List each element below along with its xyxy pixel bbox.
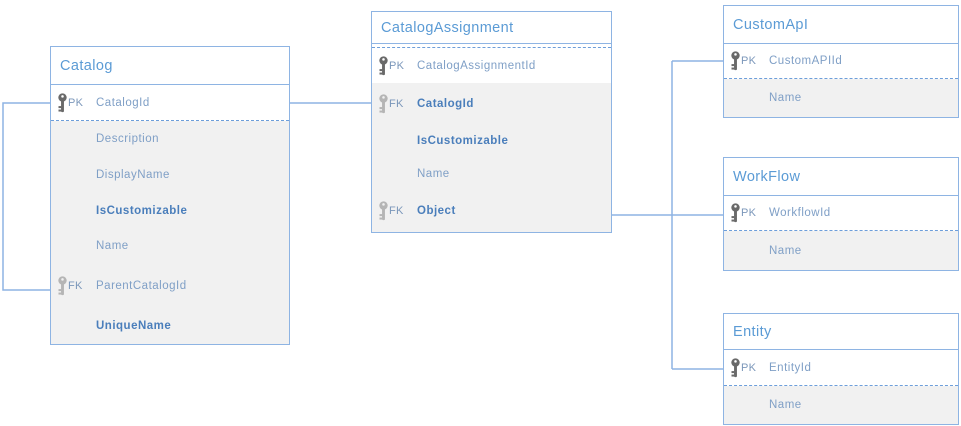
attribute-name: EntityId <box>769 361 812 374</box>
attribute-name: DisplayName <box>96 168 170 181</box>
table-catalog-title: Catalog <box>51 47 289 85</box>
primary-key-cell: PK <box>730 357 769 378</box>
table-row[interactable]: FK ParentCatalogId <box>51 264 289 308</box>
table-title: Catalog <box>60 57 113 74</box>
attribute-section: Name <box>724 386 958 424</box>
table-entity-title: Entity <box>724 314 958 350</box>
attribute-section: Name <box>724 79 958 117</box>
attribute-name: UniqueName <box>96 320 172 333</box>
table-row[interactable]: PK CatalogAssignmentId <box>372 47 611 83</box>
table-custom-api[interactable]: CustomApI PK CustomAPIId Name <box>723 5 959 118</box>
attribute-name: Description <box>96 132 160 145</box>
table-catalog[interactable]: Catalog PK CatalogId Description <box>50 46 290 345</box>
foreign-key-icon <box>378 93 389 114</box>
table-title: Entity <box>733 323 772 340</box>
attribute-name: IsCustomizable <box>96 204 188 217</box>
key-type-label: FK <box>68 280 83 293</box>
table-row[interactable]: Name <box>724 386 958 424</box>
table-workflow[interactable]: WorkFlow PK WorkflowId Name <box>723 157 959 271</box>
key-type-label: FK <box>389 205 404 218</box>
primary-key-cell: PK <box>378 55 417 76</box>
key-type-label: PK <box>741 55 757 67</box>
table-row[interactable]: IsCustomizable <box>51 193 289 229</box>
table-row[interactable]: UniqueName <box>51 308 289 344</box>
attribute-section: Description DisplayName IsCustomizable N… <box>51 121 289 344</box>
table-title: WorkFlow <box>733 168 801 185</box>
key-type-label: PK <box>741 207 757 219</box>
primary-key-icon <box>730 203 741 223</box>
attribute-section: Name <box>724 231 958 270</box>
table-row[interactable]: Name <box>724 79 958 117</box>
table-row[interactable]: PK EntityId <box>724 350 958 386</box>
primary-key-cell: PK <box>730 51 769 71</box>
key-type-label: FK <box>389 97 404 110</box>
key-type-label: PK <box>68 96 84 109</box>
attribute-name: WorkflowId <box>769 207 831 219</box>
divider-gap <box>372 44 611 47</box>
attribute-section: FK CatalogId IsCustomizable Name <box>372 83 611 232</box>
attribute-name: CatalogAssignmentId <box>417 59 536 72</box>
foreign-key-icon <box>378 201 389 221</box>
attribute-name: Name <box>769 244 802 257</box>
table-row[interactable]: Name <box>372 158 611 191</box>
table-row[interactable]: DisplayName <box>51 157 289 193</box>
attribute-name: Name <box>769 399 802 411</box>
primary-key-icon <box>57 92 68 113</box>
attribute-name: CatalogId <box>417 97 474 110</box>
attribute-name: Object <box>417 205 456 218</box>
primary-key-icon <box>730 51 741 71</box>
foreign-key-icon <box>57 276 68 296</box>
table-workflow-title: WorkFlow <box>724 158 958 196</box>
attribute-name: CustomAPIId <box>769 55 843 67</box>
primary-key-icon <box>730 357 741 378</box>
table-catalog-assignment-title: CatalogAssignment <box>372 12 611 44</box>
table-catalog-assignment[interactable]: CatalogAssignment PK CatalogAssignmentId <box>371 11 612 233</box>
key-type-label: PK <box>389 59 405 72</box>
attribute-name: IsCustomizable <box>417 134 509 147</box>
table-row[interactable]: Name <box>724 231 958 270</box>
table-row[interactable]: PK WorkflowId <box>724 196 958 231</box>
primary-key-cell: PK <box>57 92 96 113</box>
foreign-key-cell: FK <box>378 201 417 221</box>
attribute-name: CatalogId <box>96 96 150 109</box>
relationship-line-catalog-self-reference[interactable] <box>2 102 50 291</box>
attribute-name: ParentCatalogId <box>96 280 187 293</box>
table-row[interactable]: FK CatalogId <box>372 83 611 124</box>
table-row[interactable]: IsCustomizable <box>372 124 611 157</box>
primary-key-icon <box>378 55 389 76</box>
table-row[interactable]: PK CatalogId <box>51 85 289 121</box>
table-custom-api-title: CustomApI <box>724 6 958 44</box>
attribute-name: Name <box>417 168 450 181</box>
key-type-label: PK <box>741 361 757 374</box>
primary-key-cell: PK <box>730 203 769 223</box>
table-title: CustomApI <box>733 16 809 33</box>
attribute-name: Name <box>769 92 802 104</box>
table-row[interactable]: PK CustomAPIId <box>724 44 958 79</box>
table-row[interactable]: Name <box>51 228 289 264</box>
table-row[interactable]: FK Object <box>372 191 611 232</box>
table-row[interactable]: Description <box>51 121 289 157</box>
foreign-key-cell: FK <box>57 276 96 296</box>
table-entity[interactable]: Entity PK EntityId Name <box>723 313 959 425</box>
table-title: CatalogAssignment <box>381 19 514 36</box>
attribute-name: Name <box>96 240 129 253</box>
foreign-key-cell: FK <box>378 93 417 114</box>
